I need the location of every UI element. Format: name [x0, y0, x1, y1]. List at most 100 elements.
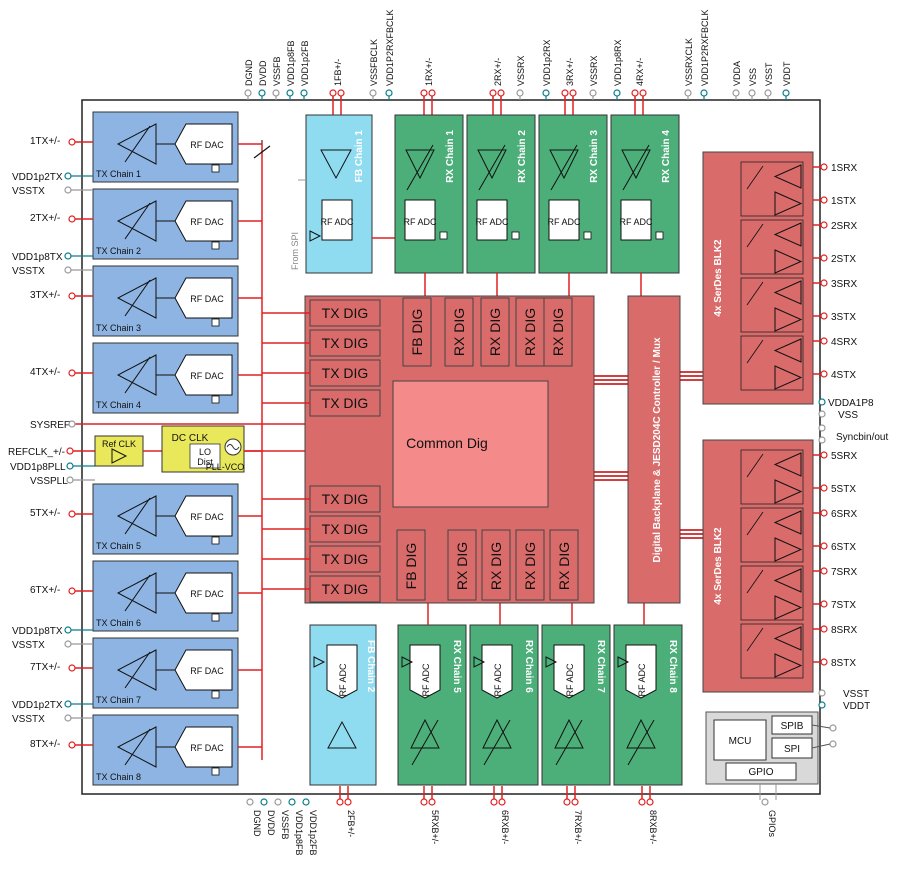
serdes-lane-box [740, 161, 804, 217]
serdes-pin [820, 196, 828, 204]
tx-pin [68, 215, 76, 223]
dac-label: RF DAC [190, 512, 224, 522]
dac-port [211, 241, 220, 250]
gpio-block [725, 762, 797, 781]
serdes-pin [820, 279, 828, 287]
gain-arrow [124, 651, 151, 689]
dac-label: RF DAC [190, 140, 224, 150]
serdes-lane-box [740, 623, 804, 679]
top-pin-label: 3RX+/- [565, 58, 575, 86]
rx-chain-label: RX Chain 3 [589, 130, 600, 183]
serdes-tx-icon [774, 595, 803, 620]
gpio-label: GPIO [748, 767, 773, 778]
dac-icon [174, 726, 233, 768]
top-pin [329, 89, 337, 97]
top-pin [684, 89, 692, 97]
adc-port [655, 231, 664, 240]
bottom-pin [498, 798, 506, 806]
gain-arrow [478, 144, 506, 191]
rx-chain-label: RX Chain 1 [445, 130, 456, 183]
top-pin-label: VDDA [732, 61, 742, 86]
port-icon [313, 656, 326, 668]
dac-label: RF DAC [190, 294, 224, 304]
common-dig-block [392, 380, 549, 508]
top-pin-label: VDD1P2RXFBCLK [385, 9, 395, 86]
serdes-pin [820, 567, 828, 575]
top-pin [420, 89, 428, 97]
gain-arrow [746, 281, 764, 306]
dac-icon [174, 200, 233, 242]
rx-dig-block [444, 297, 474, 367]
vss-pin [818, 410, 826, 418]
dig-label: FB DIG [403, 543, 419, 590]
tx-dig-block [309, 359, 381, 387]
tx-dig-label: TX DIG [322, 491, 369, 507]
rx-chain-label: RX Chain 4 [661, 130, 672, 183]
vdda1p8-label: VDDA1P8 [828, 398, 874, 409]
top-pin-label: VDD1p2RX [542, 39, 552, 86]
bottom-pin [288, 798, 296, 806]
supply-pin [64, 640, 72, 648]
vddt-label: VDDT [843, 701, 870, 712]
vss-label: VSS [838, 410, 858, 421]
bottom-pin [302, 798, 310, 806]
gain-arrow [746, 569, 764, 594]
bottom-pin [563, 798, 571, 806]
serdes-pin-label: 7STX [831, 600, 856, 611]
tx-pin-label: 5TX+/- [30, 508, 60, 519]
top-pin [489, 89, 497, 97]
top-pin-label: DGND [244, 59, 254, 86]
port-icon [545, 656, 558, 668]
supply-pin [64, 626, 72, 634]
top-pin [732, 89, 740, 97]
dac-label: RF DAC [190, 743, 224, 753]
adc-icon [476, 199, 508, 241]
tx-chain-label: TX Chain 3 [96, 323, 141, 333]
ref-clk-label: Ref CLK [102, 439, 136, 449]
supply-label: VDD1p2TX [12, 700, 63, 711]
serdes-rx-icon [773, 280, 802, 305]
rx-adc-label: RF ADC [493, 663, 503, 697]
bottom-pin [260, 798, 268, 806]
top-pin [589, 89, 597, 97]
serdes-tx-icon [774, 307, 803, 332]
tx-chain-label: TX Chain 1 [96, 169, 141, 179]
serdes-lane-box [740, 219, 804, 275]
bottom-pin-label: 2FB+/- [346, 810, 356, 837]
adc-icon [553, 644, 585, 699]
top-pin [428, 89, 436, 97]
tx-chain-label: TX Chain 8 [96, 772, 141, 782]
serdes-pin [820, 658, 828, 666]
sine-icon [226, 444, 240, 450]
rx-dig-block [543, 297, 573, 367]
top-pin-label: VDD1p8FB [286, 40, 296, 86]
serdes-lane-box [740, 507, 804, 563]
adc-port [583, 231, 592, 240]
tx-dig-label: TX DIG [322, 581, 369, 597]
bottom-pin [428, 798, 436, 806]
rx-dig-block [549, 529, 579, 601]
chip-outline [81, 99, 821, 795]
dac-port [211, 318, 220, 327]
top-pin [497, 89, 505, 97]
gain-arrow [555, 719, 583, 766]
dac-icon [174, 354, 233, 396]
serdes-pin-label: 5STX [831, 484, 856, 495]
rx-chain-label: RX Chain 5 [451, 640, 462, 693]
top-pin-label: VSSRXCLK [684, 38, 694, 86]
dac-port [211, 164, 220, 173]
rx-amplifier-icon [621, 149, 651, 180]
gain-arrow [622, 144, 650, 191]
lo-dist-box [189, 443, 221, 469]
fb-adc-label: RF ADC [320, 217, 354, 227]
top-pin [244, 89, 252, 97]
bottom-pin-label: GPIOs [767, 810, 777, 838]
rx-dig-block [402, 297, 432, 367]
supply-label: VSSTX [12, 266, 45, 277]
tx-dig-block [309, 575, 381, 603]
rx-dig-block [515, 529, 545, 601]
supply-label: VSSTX [12, 186, 45, 197]
serdes-pin [820, 509, 828, 517]
sysref-pin [68, 420, 76, 428]
rx-amplifier-icon [405, 149, 435, 180]
